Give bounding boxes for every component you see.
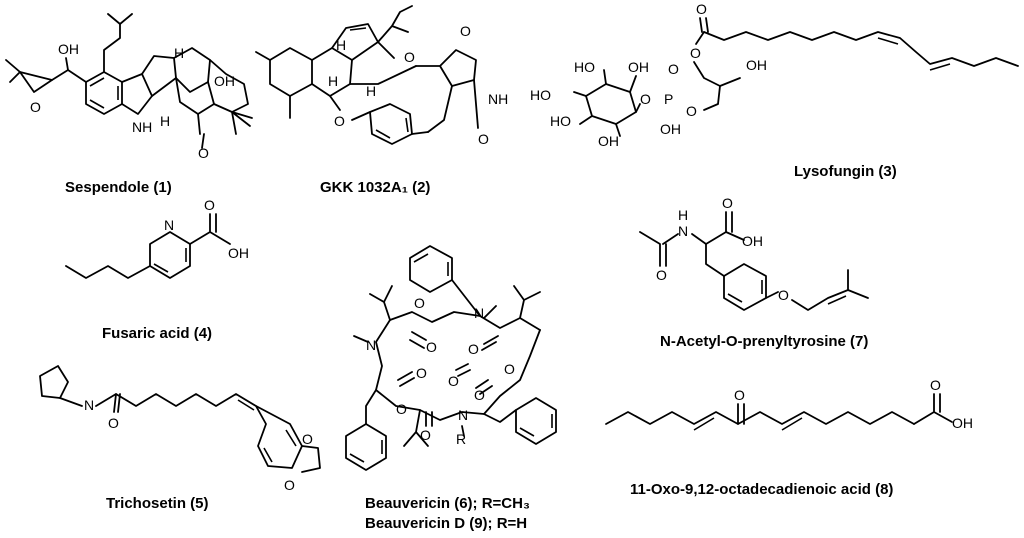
- atom-label: O: [284, 477, 295, 493]
- atom-label: OH: [228, 245, 249, 261]
- structure-fusaric-acid: N O OH: [65, 197, 249, 279]
- label-fusaric-acid: Fusaric acid (4): [102, 325, 212, 342]
- atom-label: O: [198, 145, 209, 161]
- label-beauvericin: Beauvericin (6); R=CH₃: [365, 495, 530, 512]
- atom-label: N: [84, 397, 94, 413]
- atom-label: O: [722, 195, 733, 211]
- structure-trichosetin: N O O O: [39, 365, 321, 493]
- atom-label: OH: [742, 233, 763, 249]
- atom-label: O: [468, 341, 479, 357]
- atom-label: H: [366, 83, 376, 99]
- atom-label: O: [420, 427, 431, 443]
- structure-beauvericin: O N N O N O R O O O O O O: [345, 245, 557, 471]
- atom-label: O: [396, 401, 407, 417]
- structure-gkk1032a1: O NH O O O H H H: [255, 5, 508, 147]
- atom-label: O: [504, 361, 515, 377]
- atom-label: OH: [952, 415, 973, 431]
- atom-label: O: [690, 45, 701, 61]
- atom-label: H: [678, 207, 688, 223]
- atom-label: OH: [58, 41, 79, 57]
- atom-label: OH: [746, 57, 767, 73]
- atom-label: O: [656, 267, 667, 283]
- label-n-acetyl-o-prenyltyrosine: N-Acetyl-O-prenyltyrosine (7): [660, 333, 868, 350]
- atom-label: OH: [214, 73, 235, 89]
- atom-label: O: [474, 387, 485, 403]
- atom-label: O: [668, 61, 679, 77]
- atom-label: R: [456, 431, 466, 447]
- atom-label: NH: [132, 119, 152, 135]
- atom-label: O: [204, 197, 215, 213]
- atom-label: OH: [598, 133, 619, 149]
- atom-label: O: [696, 1, 707, 17]
- atom-label: OH: [660, 121, 681, 137]
- atom-label: H: [160, 113, 170, 129]
- atom-label: O: [686, 103, 697, 119]
- atom-label: NH: [488, 91, 508, 107]
- label-beauvericin-d: Beauvericin D (9); R=H: [365, 515, 527, 532]
- atom-label: O: [108, 415, 119, 431]
- atom-label: O: [416, 365, 427, 381]
- atom-label: O: [334, 113, 345, 129]
- atom-label: O: [414, 295, 425, 311]
- structure-oxo-octadecadienoic-acid: O O OH: [605, 377, 973, 431]
- atom-label: N: [366, 337, 376, 353]
- structure-lysofungin: O O OH O P O O OH HO OH HO HO OH: [530, 1, 1019, 149]
- atom-label: O: [734, 387, 745, 403]
- atom-label: H: [174, 45, 184, 61]
- atom-label: H: [336, 37, 346, 53]
- label-trichosetin: Trichosetin (5): [106, 495, 209, 512]
- atom-label: O: [302, 431, 313, 447]
- atom-label: N: [164, 217, 174, 233]
- atom-label: HO: [550, 113, 571, 129]
- atom-label: O: [930, 377, 941, 393]
- atom-label: O: [640, 91, 651, 107]
- label-lysofungin: Lysofungin (3): [794, 163, 897, 180]
- structure-n-acetyl-o-prenyltyrosine: O H N O OH O: [639, 195, 869, 311]
- atom-label: N: [458, 407, 468, 423]
- atom-label: P: [664, 91, 673, 107]
- atom-label: N: [678, 223, 688, 239]
- atom-label: N: [474, 305, 484, 321]
- atom-label: O: [478, 131, 489, 147]
- atom-label: O: [778, 287, 789, 303]
- atom-label: H: [328, 73, 338, 89]
- atom-label: O: [404, 49, 415, 65]
- atom-label: OH: [628, 59, 649, 75]
- atom-label: O: [30, 99, 41, 115]
- atom-label: O: [460, 23, 471, 39]
- atom-label: O: [426, 339, 437, 355]
- label-oxo-octadecadienoic-acid: 11-Oxo-9,12-octadecadienoic acid (8): [630, 481, 893, 498]
- label-gkk1032a1: GKK 1032A₁ (2): [320, 179, 430, 196]
- atom-label: HO: [530, 87, 551, 103]
- label-sespendole: Sespendole (1): [65, 179, 172, 196]
- structure-sespendole: O OH NH O H H OH: [5, 13, 253, 161]
- atom-label: HO: [574, 59, 595, 75]
- atom-label: O: [448, 373, 459, 389]
